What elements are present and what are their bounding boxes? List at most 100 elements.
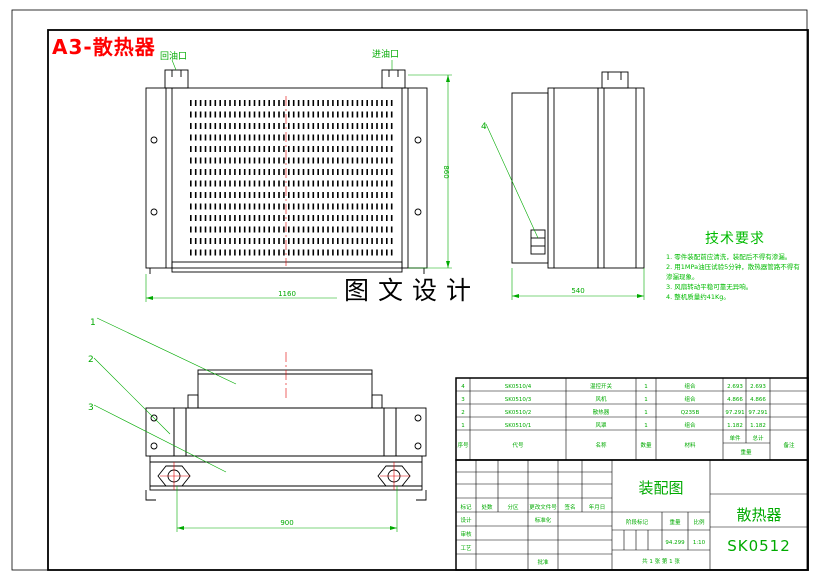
fin-slot xyxy=(376,111,378,118)
fin-slot xyxy=(224,169,226,175)
fin-slot xyxy=(361,226,364,233)
fin-slot xyxy=(361,100,364,106)
fin-slot xyxy=(219,123,221,129)
fin-slot xyxy=(239,215,241,221)
bom-cell-material: 组合 xyxy=(684,395,696,403)
fin-slot xyxy=(248,111,251,118)
fin-slot xyxy=(283,146,285,152)
fin-slot xyxy=(214,238,217,244)
fin-slot xyxy=(337,192,339,198)
fin-slot xyxy=(307,203,310,210)
fin-slot xyxy=(341,146,344,152)
fin-slot xyxy=(209,249,212,256)
tech-note: 1. 零件装配前应清洗，装配后不得有渗漏。 xyxy=(666,253,792,261)
bom-cell-seq: 4 xyxy=(461,384,465,390)
fin-slot xyxy=(381,169,383,175)
fin-slot xyxy=(194,249,197,256)
fin-slot xyxy=(307,238,310,244)
row-label-date: 年月日 xyxy=(589,503,606,511)
fin-slot xyxy=(390,180,393,187)
right-port-fitting xyxy=(381,69,406,89)
fin-slot xyxy=(386,169,388,175)
fin-slot xyxy=(292,157,295,164)
left-port-fitting xyxy=(164,69,189,89)
fin-slot xyxy=(273,226,275,233)
fin-slot xyxy=(239,169,241,175)
fin-slot xyxy=(390,238,393,244)
fin-slot xyxy=(234,111,236,118)
sheet-title: A3-散热器 xyxy=(52,35,156,59)
fin-slot xyxy=(194,111,197,118)
fin-slot xyxy=(204,215,207,221)
fin-slot xyxy=(248,203,251,210)
fin-slot xyxy=(376,226,378,233)
fin-slot xyxy=(253,238,256,244)
fin-slot xyxy=(243,169,246,175)
mount-hole xyxy=(150,208,158,216)
fin-slot xyxy=(278,192,280,198)
fin-slot xyxy=(263,134,266,141)
fin-slot xyxy=(248,215,251,221)
fin-slot xyxy=(219,249,221,256)
fin-slot xyxy=(248,226,251,233)
fin-slot xyxy=(288,169,290,175)
bom-cell-name: 温控开关 xyxy=(590,382,613,390)
fin-slot xyxy=(292,226,295,233)
fin-slot xyxy=(234,123,236,129)
fin-slot xyxy=(297,215,300,221)
fin-slot xyxy=(273,249,275,256)
fin-slot xyxy=(351,192,354,198)
fin-slot xyxy=(253,123,256,129)
weight-value: 94.299 xyxy=(665,540,685,546)
bom-header-remark: 备注 xyxy=(783,441,795,449)
fin-slot xyxy=(366,238,368,244)
fin-slot xyxy=(366,226,368,233)
fin-slot xyxy=(292,146,295,152)
fin-slot xyxy=(361,215,364,221)
fin-slot xyxy=(268,180,270,187)
fin-slot xyxy=(224,249,226,256)
fin-slot xyxy=(214,249,217,256)
fin-slot xyxy=(263,249,266,256)
fin-slot xyxy=(239,111,241,118)
fin-slot xyxy=(351,169,354,175)
fin-slot xyxy=(278,203,280,210)
bom-cell-material: 组合 xyxy=(684,421,696,429)
fin-slot xyxy=(371,180,373,187)
fin-slot xyxy=(317,111,319,118)
fin-slot xyxy=(283,100,285,106)
fin-slot xyxy=(337,123,339,129)
fin-slot xyxy=(263,169,266,175)
fin-slot xyxy=(317,192,319,198)
fin-slot xyxy=(341,111,344,118)
fin-slot xyxy=(366,111,368,118)
fin-slot xyxy=(273,203,275,210)
fin-slot xyxy=(288,123,290,129)
fin-slot xyxy=(283,169,285,175)
fin-slot xyxy=(297,134,300,141)
fin-slot xyxy=(317,100,319,106)
bom-header: 序号 代号 名称 数量 材料 单件 总计 重量 备注 xyxy=(457,434,795,456)
fin-slot xyxy=(376,169,378,175)
fin-slot xyxy=(253,180,256,187)
right-bracket xyxy=(395,407,427,457)
fin-slot xyxy=(234,146,236,152)
depth-dimension: 540 xyxy=(571,287,584,295)
fin-slot xyxy=(239,123,241,129)
fin-slot xyxy=(356,100,359,106)
fin-slot xyxy=(204,226,207,233)
fin-slot xyxy=(278,215,280,221)
fin-slot xyxy=(214,215,217,221)
base-frame xyxy=(149,455,423,491)
hex-fitting-right xyxy=(377,465,411,487)
fin-slot xyxy=(229,203,231,210)
title-block-text: 装配图 散热器 SK0512 阶段标记 重量 比例 94.299 1:10 共 … xyxy=(460,479,789,566)
fin-slot xyxy=(346,215,349,221)
fin-slot xyxy=(297,180,300,187)
fin-slot xyxy=(337,215,339,221)
fin-slot xyxy=(278,100,280,106)
fin-slot xyxy=(297,146,300,152)
fin-slot xyxy=(302,203,305,210)
bom-cell-seq: 3 xyxy=(461,397,465,403)
fin-slot xyxy=(209,111,212,118)
